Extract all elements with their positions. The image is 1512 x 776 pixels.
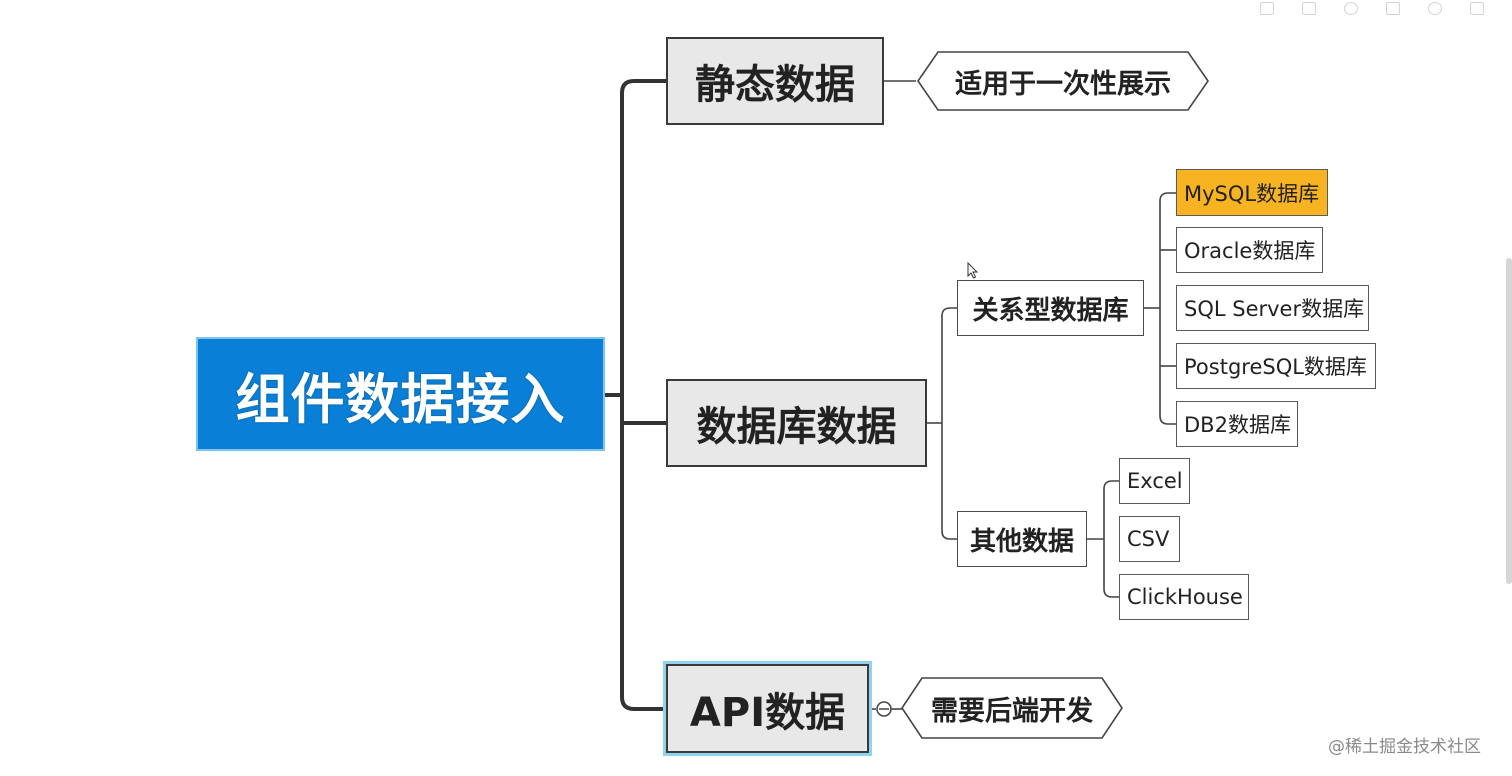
- toolbar-icon[interactable]: [1302, 1, 1316, 15]
- relational-db-node[interactable]: 关系型数据库: [957, 280, 1144, 336]
- toolbar-icon[interactable]: [1386, 1, 1400, 15]
- leaf-db2[interactable]: DB2数据库: [1176, 401, 1298, 447]
- api-data-node[interactable]: API数据: [666, 664, 869, 753]
- database-data-node[interactable]: 数据库数据: [666, 379, 927, 467]
- other-data-node[interactable]: 其他数据: [957, 511, 1087, 567]
- watermark: @稀土掘金技术社区: [1328, 737, 1481, 757]
- toolbar-icon[interactable]: [1470, 1, 1484, 15]
- leaf-postgresql[interactable]: PostgreSQL数据库: [1176, 343, 1376, 389]
- toolbar-icon[interactable]: [1428, 1, 1442, 15]
- api-note[interactable]: 需要后端开发: [931, 696, 1093, 727]
- leaf-oracle[interactable]: Oracle数据库: [1176, 227, 1323, 273]
- leaf-mysql[interactable]: MySQL数据库: [1176, 169, 1328, 216]
- mouse-cursor-icon: [967, 262, 979, 279]
- root-node[interactable]: 组件数据接入: [196, 337, 605, 451]
- api-note-shape: [901, 677, 1123, 739]
- leaf-clickhouse[interactable]: ClickHouse: [1119, 574, 1249, 620]
- leaf-sqlserver[interactable]: SQL Server数据库: [1176, 285, 1369, 331]
- leaf-csv[interactable]: CSV: [1119, 516, 1180, 562]
- toolbar-icons: [1260, 0, 1484, 16]
- static-data-node[interactable]: 静态数据: [666, 37, 884, 125]
- static-note[interactable]: 适用于一次性展示: [955, 69, 1171, 100]
- leaf-excel[interactable]: Excel: [1119, 458, 1190, 504]
- toolbar-icon[interactable]: [1260, 1, 1274, 15]
- static-note-shape: [917, 51, 1209, 111]
- vertical-scrollbar[interactable]: [1506, 258, 1512, 584]
- toolbar-icon[interactable]: [1344, 1, 1358, 15]
